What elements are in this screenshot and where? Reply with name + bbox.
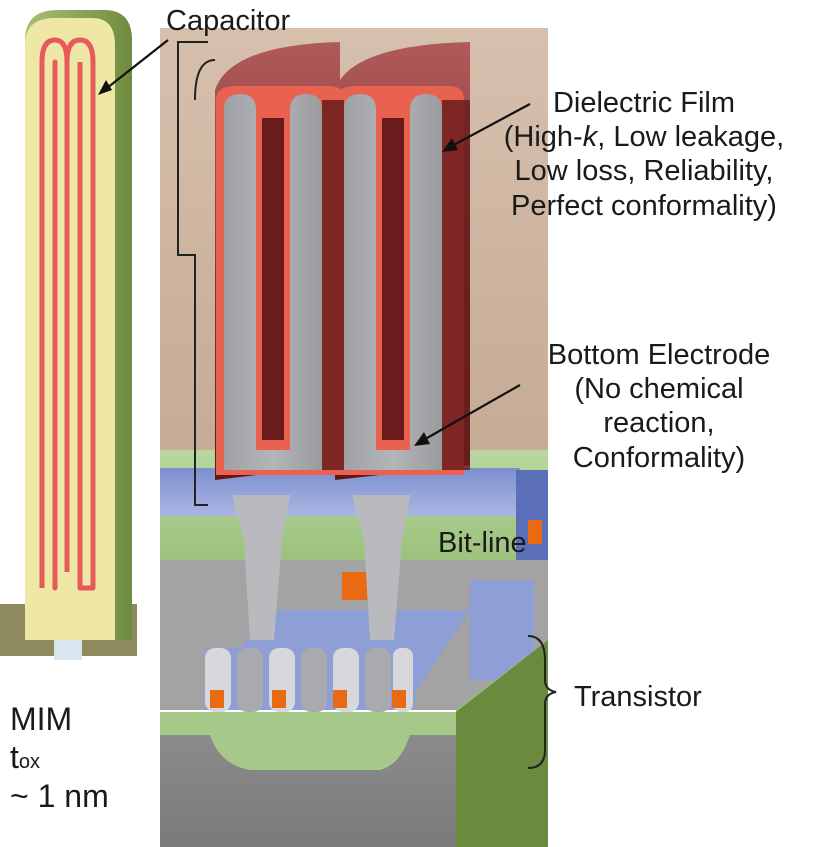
- mim-label: MIM tox ~ 1 nm: [10, 700, 109, 815]
- cylinder-outer-edge: [322, 100, 344, 470]
- capacitor-cylinders: [215, 42, 470, 480]
- bitline-contact: [342, 572, 368, 600]
- mim-contact: [54, 640, 82, 660]
- inner-bracket: [194, 59, 216, 101]
- pointer-arrows: [98, 39, 531, 446]
- dielectric-title: Dielectric Film: [552, 87, 736, 119]
- electrode-title: Bottom Electrode: [547, 339, 771, 371]
- gate-row: [205, 648, 413, 712]
- electrode-arrow: [419, 384, 521, 443]
- gate: [365, 648, 391, 712]
- tox-label: tox: [10, 739, 41, 776]
- dielectric-line3: Perfect conformality): [511, 189, 777, 222]
- dielectric-arrow: [447, 103, 531, 149]
- source-contact: [333, 690, 347, 708]
- dram-stack: [160, 28, 557, 847]
- gate: [301, 648, 327, 712]
- electrode-line2: reaction,: [603, 407, 715, 440]
- source-contact: [392, 690, 406, 708]
- top-electrode-fill: [382, 118, 404, 440]
- bitline-label: Bit-line: [438, 527, 527, 559]
- capacitor-label: Capacitor: [166, 5, 291, 37]
- mim-title: MIM: [10, 701, 73, 737]
- dielectric-line2: Low loss, Reliability,: [514, 155, 774, 188]
- transistor-label: Transistor: [574, 681, 702, 713]
- bitline-side-contact: [528, 520, 542, 544]
- electrode-u: [224, 94, 322, 470]
- capacitor-arrow: [101, 39, 169, 93]
- source-contact: [272, 690, 286, 708]
- electrode-u: [344, 94, 442, 470]
- gate: [237, 648, 263, 712]
- top-electrode-fill: [262, 118, 284, 440]
- dielectric-film-label: Dielectric Film (High-k, Low leakage, Lo…: [464, 86, 824, 223]
- transistor-brace: [527, 635, 557, 769]
- storage-plug: [352, 495, 410, 640]
- bottom-electrode-label: Bottom Electrode (No chemical reaction, …: [500, 338, 818, 475]
- cylinder-outer-edge: [442, 100, 470, 470]
- source-contact: [210, 690, 224, 708]
- electrode-line3: Conformality): [572, 441, 746, 474]
- mim-body: [25, 18, 115, 640]
- dielectric-line1: (High-k, Low leakage,: [503, 121, 785, 154]
- bitline-side-block: [516, 470, 548, 560]
- capacitor-bracket: [177, 41, 208, 506]
- storage-plug: [232, 495, 290, 640]
- electrode-line1: (No chemical: [574, 373, 744, 406]
- mim-dielectric-loop: [39, 37, 96, 591]
- mim-capacitor: [0, 10, 137, 660]
- thickness-label: ~ 1 nm: [10, 777, 109, 814]
- substrate: [160, 640, 548, 847]
